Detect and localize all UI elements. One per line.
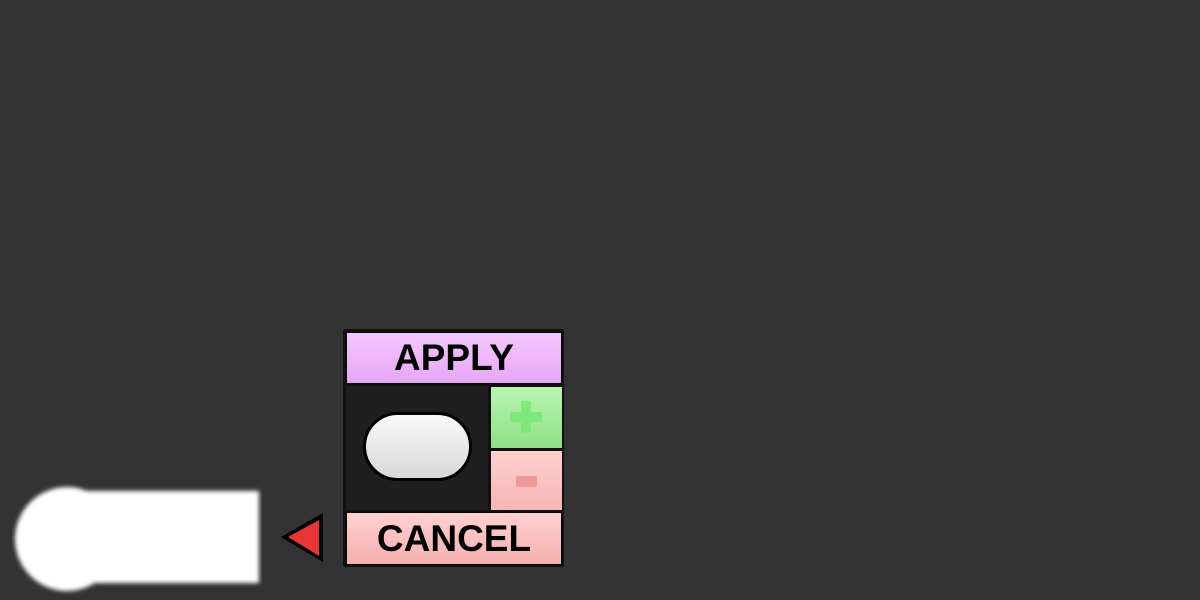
cancel-label: CANCEL <box>376 517 532 559</box>
decrease-button[interactable] <box>491 451 562 510</box>
plus-icon-bar <box>510 412 542 422</box>
cancel-button[interactable]: CANCEL <box>346 512 562 565</box>
apply-label: APPLY <box>394 337 514 378</box>
left-triangle-arrow-icon[interactable] <box>279 511 325 564</box>
minus-icon <box>516 476 537 487</box>
increase-button[interactable] <box>491 387 562 448</box>
toggle-pill-button[interactable] <box>363 412 472 481</box>
glowing-white-bar <box>15 487 259 591</box>
apply-button[interactable]: APPLY <box>346 332 562 384</box>
